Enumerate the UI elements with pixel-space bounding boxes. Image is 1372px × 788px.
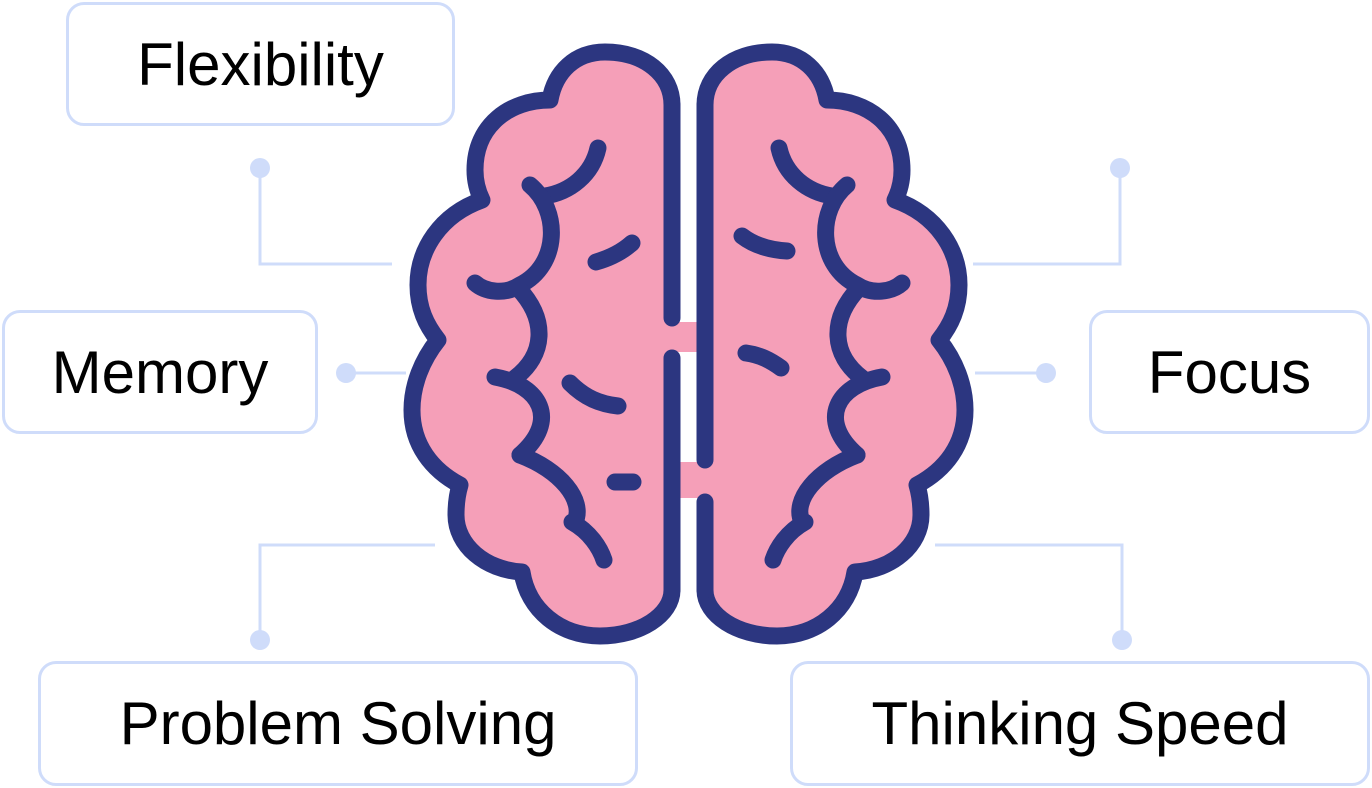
brain-icon [403, 43, 965, 645]
connector-flexibility [258, 168, 392, 266]
dot [336, 363, 356, 383]
connector-dots [250, 158, 1132, 650]
dot [250, 630, 270, 650]
label-flexibility: Flexibility [66, 2, 455, 126]
label-text: Flexibility [137, 30, 384, 98]
connectors [258, 168, 1124, 640]
label-text: Problem Solving [119, 690, 557, 757]
connector-thinking-speed [935, 543, 1124, 640]
dot [1110, 158, 1130, 178]
label-text: Thinking Speed [871, 690, 1289, 757]
connector-problem-solving [258, 543, 435, 640]
dot [1112, 630, 1132, 650]
label-thinking-speed: Thinking Speed [790, 661, 1370, 786]
dot [250, 158, 270, 178]
label-problem-solving: Problem Solving [38, 661, 638, 786]
dot [1036, 363, 1056, 383]
label-text: Focus [1147, 338, 1312, 406]
label-focus: Focus [1089, 310, 1370, 434]
label-text: Memory [51, 338, 269, 406]
label-memory: Memory [2, 310, 318, 434]
connector-top-right [973, 168, 1122, 266]
